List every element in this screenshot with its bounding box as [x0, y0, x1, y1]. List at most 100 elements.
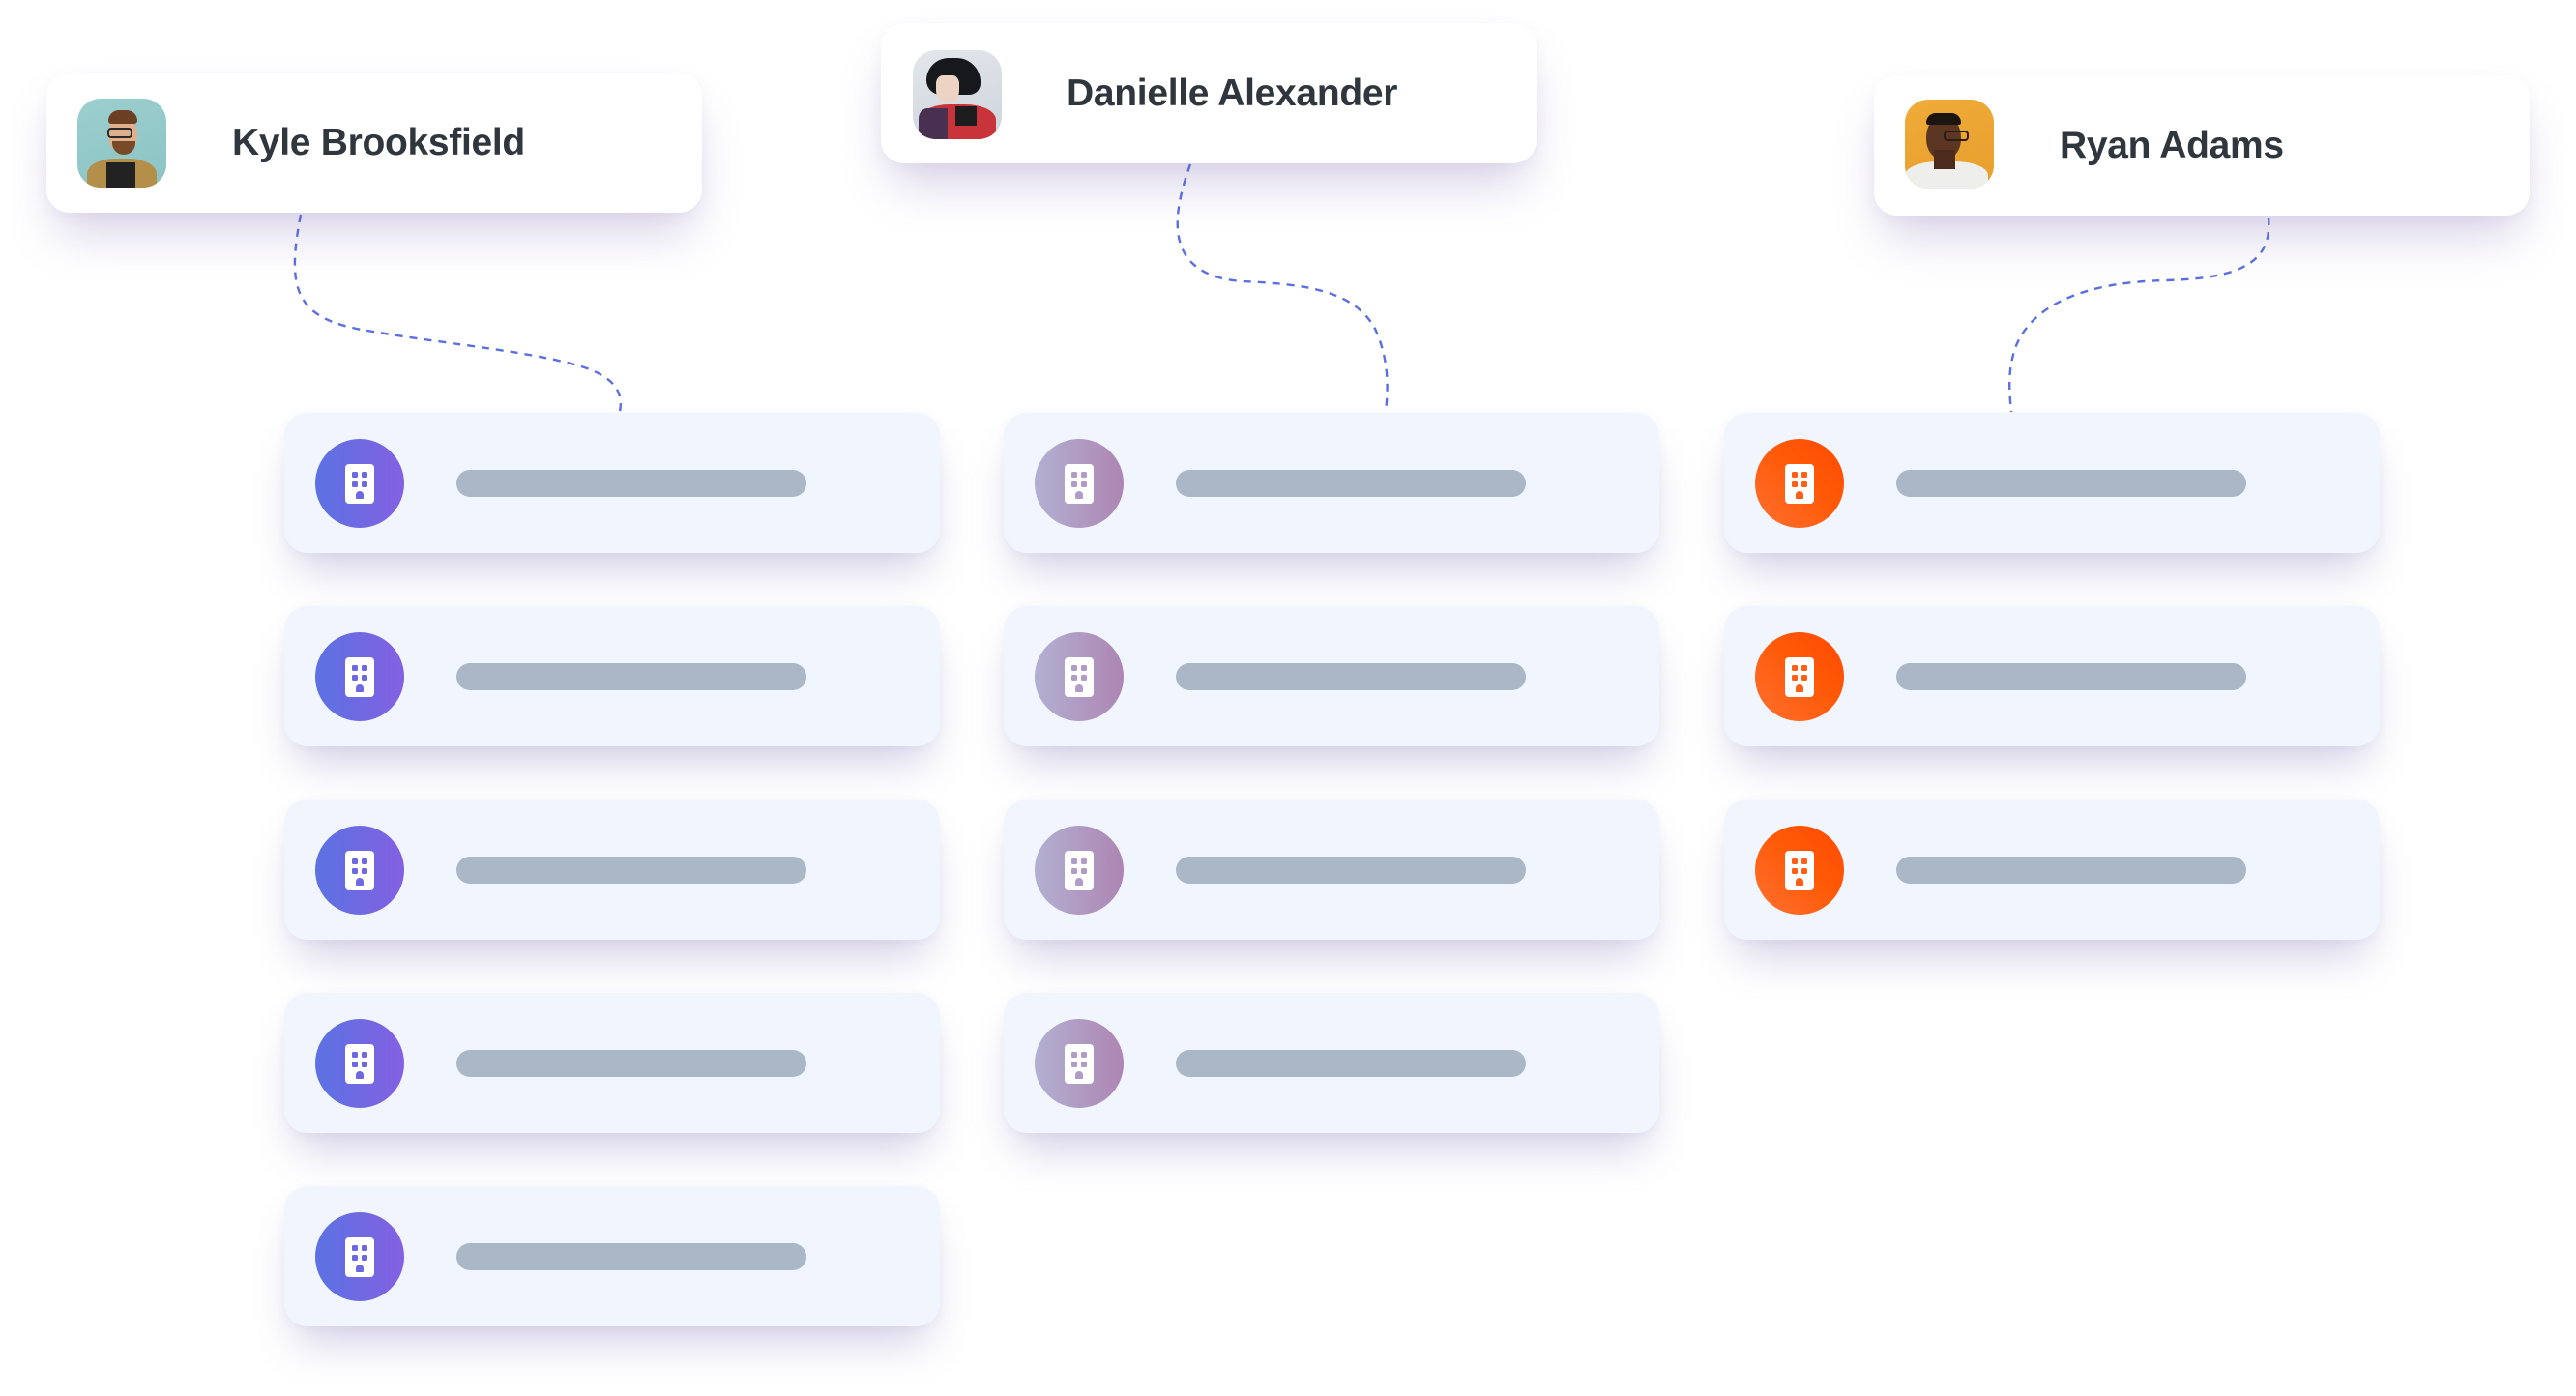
building-door: [356, 878, 364, 886]
organization-name-placeholder: [1176, 663, 1526, 690]
organization-name-placeholder: [456, 1243, 806, 1270]
person-photo-icon: [913, 50, 1002, 139]
building-window: [1071, 1062, 1077, 1067]
building-door: [1075, 1071, 1083, 1079]
building-window: [1081, 858, 1087, 864]
person-name: Kyle Brooksfield: [232, 122, 525, 163]
building-door: [1796, 491, 1803, 499]
building-door: [1075, 878, 1083, 886]
building-icon: [1065, 657, 1094, 697]
organization-card[interactable]: [1724, 800, 2380, 940]
building-window: [1071, 675, 1077, 681]
building-window: [1071, 1052, 1077, 1058]
organization-badge: [1035, 826, 1124, 915]
building-window: [1801, 481, 1807, 487]
person-name: Ryan Adams: [2060, 125, 2284, 166]
organization-badge: [1035, 439, 1124, 528]
person-photo-icon: [77, 99, 166, 188]
building-window: [362, 1062, 367, 1067]
organization-badge: [1035, 632, 1124, 721]
organization-badge: [315, 632, 404, 721]
person-card-ryan[interactable]: Ryan Adams: [1874, 75, 2530, 216]
connector-kyle: [293, 214, 622, 413]
avatar: [1905, 100, 1994, 189]
building-window: [1792, 665, 1798, 671]
building-window: [1792, 858, 1798, 864]
building-window: [1792, 675, 1798, 681]
organization-name-placeholder: [456, 857, 806, 884]
building-window: [362, 675, 367, 681]
organization-card[interactable]: [284, 413, 940, 553]
building-window: [1081, 1062, 1087, 1067]
building-icon: [345, 1044, 374, 1084]
building-window: [1081, 1052, 1087, 1058]
building-window: [362, 1052, 367, 1058]
organization-card[interactable]: [284, 993, 940, 1133]
organization-card[interactable]: [1724, 606, 2380, 746]
organization-name-placeholder: [1176, 857, 1526, 884]
building-window: [1801, 858, 1807, 864]
organization-name-placeholder: [1896, 857, 2246, 884]
building-door: [1075, 491, 1083, 499]
organization-badge: [1755, 439, 1844, 528]
organization-name-placeholder: [1896, 663, 2246, 690]
building-window: [362, 665, 367, 671]
building-window: [1792, 472, 1798, 478]
organization-card[interactable]: [284, 800, 940, 940]
building-window: [352, 665, 358, 671]
building-window: [352, 1062, 358, 1067]
person-card-danielle[interactable]: Danielle Alexander: [881, 23, 1537, 163]
building-window: [1801, 472, 1807, 478]
avatar: [77, 99, 166, 188]
building-window: [1071, 665, 1077, 671]
organization-badge: [1035, 1019, 1124, 1108]
building-window: [1081, 665, 1087, 671]
building-window: [1081, 481, 1087, 487]
organization-card[interactable]: [1724, 413, 2380, 553]
building-window: [362, 1245, 367, 1251]
building-door: [356, 1265, 364, 1272]
building-window: [1071, 481, 1077, 487]
building-window: [352, 1255, 358, 1261]
organization-badge: [315, 826, 404, 915]
organization-badge: [315, 439, 404, 528]
building-icon: [1065, 1044, 1094, 1084]
building-door: [1075, 684, 1083, 692]
building-window: [1801, 665, 1807, 671]
organization-card[interactable]: [284, 606, 940, 746]
building-window: [352, 858, 358, 864]
organization-card[interactable]: [1004, 413, 1659, 553]
building-window: [1081, 868, 1087, 874]
building-window: [352, 1052, 358, 1058]
building-window: [352, 1245, 358, 1251]
organization-badge: [1755, 826, 1844, 915]
organization-card[interactable]: [1004, 993, 1659, 1133]
building-window: [1801, 675, 1807, 681]
building-icon: [1785, 657, 1814, 697]
building-icon: [1785, 851, 1814, 890]
building-window: [1071, 868, 1077, 874]
building-window: [1071, 858, 1077, 864]
building-icon: [345, 1237, 374, 1277]
building-door: [1796, 684, 1803, 692]
building-door: [356, 491, 364, 499]
organization-card[interactable]: [1004, 606, 1659, 746]
building-window: [362, 858, 367, 864]
organization-card[interactable]: [1004, 800, 1659, 940]
person-card-kyle[interactable]: Kyle Brooksfield: [46, 73, 702, 213]
building-icon: [345, 464, 374, 504]
organization-badge: [315, 1019, 404, 1108]
organization-name-placeholder: [1896, 470, 2246, 497]
building-window: [362, 472, 367, 478]
building-window: [362, 481, 367, 487]
building-window: [352, 472, 358, 478]
organization-name-placeholder: [1176, 1050, 1526, 1077]
organization-name-placeholder: [456, 663, 806, 690]
building-icon: [1065, 851, 1094, 890]
organization-card[interactable]: [284, 1186, 940, 1326]
building-icon: [1785, 464, 1814, 504]
organization-name-placeholder: [1176, 470, 1526, 497]
building-window: [362, 1255, 367, 1261]
